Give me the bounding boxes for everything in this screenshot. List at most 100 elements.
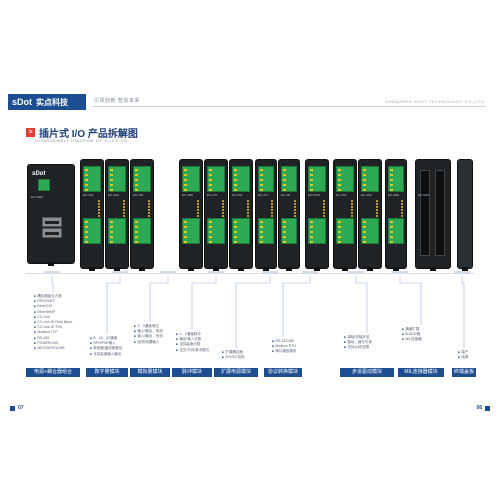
mount-tab (430, 267, 436, 271)
status-led (148, 209, 150, 211)
description-line: Modbus RTU (272, 344, 296, 349)
terminal-block (207, 166, 225, 192)
io-module: EC-2D (279, 160, 299, 271)
mount-tab (213, 267, 219, 271)
module-logo: sDot (32, 171, 46, 177)
status-led (247, 212, 249, 214)
status-led (351, 209, 353, 211)
status-led (98, 206, 100, 208)
category-description: 1、2通道脉冲输出/输入计数支持高速计数正交/方向/脉冲模式 (176, 332, 209, 353)
category-label: 扩展电源模块 (214, 368, 258, 377)
description-line: CC-Link (34, 315, 72, 320)
status-led (401, 215, 403, 217)
group-marker (348, 271, 364, 273)
description-line: 输入/输出，热电 (134, 334, 162, 339)
category-label: 协议转换模块 (264, 368, 302, 377)
description-line: MIL连接器 (402, 337, 421, 342)
status-led (401, 203, 403, 205)
status-led (197, 212, 199, 214)
section-heading: > 插片式 I/O 产品拆解图 (26, 125, 138, 140)
category-description: 2、4通道电压输入/输出，电流输入/输出，热电阻/热电偶输入 (134, 324, 163, 345)
terminal-block (388, 166, 404, 192)
status-led (123, 212, 125, 214)
status-led (98, 212, 100, 214)
category-label: 终端盖板 (452, 368, 476, 377)
category-description: 单轴/双轴步进驱动，细分可调支持点动/回零 (344, 335, 372, 351)
io-module: EC-ABE (386, 160, 406, 271)
terminal-block (361, 166, 379, 192)
status-led (271, 206, 273, 208)
mount-tab (462, 267, 468, 271)
io-module: EC-4S2 (359, 160, 381, 271)
status-led (222, 200, 224, 202)
description-line: NPN/PNP输入 (90, 341, 122, 346)
module-label: EC-4T1 (258, 193, 269, 197)
module-label: EC-4S1 (336, 193, 347, 197)
slogan: 引领创新 智造未来 (94, 98, 140, 104)
connector-line (399, 276, 422, 325)
module-label: EC-5000 (31, 195, 43, 199)
status-led (401, 200, 403, 202)
terminal-block (388, 218, 404, 244)
status-led (123, 209, 125, 211)
description-line: 支持高速计数 (176, 342, 209, 347)
connector-line (235, 276, 271, 348)
mount-tab (188, 267, 194, 271)
mount-tab (114, 267, 120, 271)
module-label: EC-ABE (388, 193, 400, 197)
status-led (148, 212, 150, 214)
connector-line (191, 276, 217, 330)
category-label: 数字量模块 (86, 368, 128, 377)
page-marker-icon (10, 405, 15, 411)
description-line: Modbus TCP (34, 330, 72, 335)
terminal-block (108, 166, 126, 192)
page-number-text: 07 (18, 405, 24, 411)
io-module: EC-4R1 (131, 160, 153, 271)
terminal-block (182, 166, 200, 192)
description-line: 8、16、32通道 (90, 336, 122, 341)
module-label: EC-2N1 (232, 193, 243, 197)
status-led (351, 200, 353, 202)
mount-tab (139, 267, 145, 271)
category-label: 步进驱动模块 (340, 368, 394, 377)
status-led (222, 209, 224, 211)
module-label: EC-4A1 (83, 193, 94, 197)
description-line: EtherCAT (34, 304, 72, 309)
terminal-block (281, 218, 297, 244)
page-number-right: 08 (476, 405, 490, 411)
terminal-block (258, 218, 274, 244)
status-led (271, 209, 273, 211)
page-number-text: 08 (476, 405, 482, 411)
brand-logo: sDot 实点科技 (8, 94, 86, 110)
mount-tab (89, 267, 95, 271)
description-line: 2、4通道电压 (134, 324, 163, 329)
module-label: EC-4RD (182, 193, 194, 197)
company-name-en: SHENZHEN SDOT TECHNOLOGY CO.,LTD. (385, 99, 486, 104)
status-led (376, 209, 378, 211)
mount-tab (314, 267, 320, 271)
mount-tab (367, 267, 373, 271)
module-label: EC-PS01 (308, 193, 321, 197)
module-label: EC-2P1 (207, 193, 218, 197)
mount-tab (342, 267, 348, 271)
mil-connector (420, 170, 430, 256)
group-marker (262, 271, 278, 273)
brand-latin: sDot (12, 97, 32, 107)
io-module: EC-2N1 (230, 160, 252, 271)
status-led (323, 203, 325, 205)
description-line: 电源 (458, 355, 468, 360)
description-line: POWERLINK (34, 341, 72, 346)
io-module: EC-2P1 (205, 160, 227, 271)
terminal-block (232, 218, 250, 244)
description-line: 支持点动/回零 (344, 345, 372, 350)
status-led (401, 206, 403, 208)
terminal-block (308, 218, 326, 244)
status-led (271, 200, 273, 202)
description-line: RS-232/485 (272, 339, 296, 344)
terminal-block (133, 166, 151, 192)
section-subtitle: DISASSEMBLY DIAGRAM OF SLICE I/O (35, 138, 128, 143)
description-line: CC-Link IE TSN (34, 325, 72, 330)
status-led (271, 212, 273, 214)
status-led (222, 212, 224, 214)
